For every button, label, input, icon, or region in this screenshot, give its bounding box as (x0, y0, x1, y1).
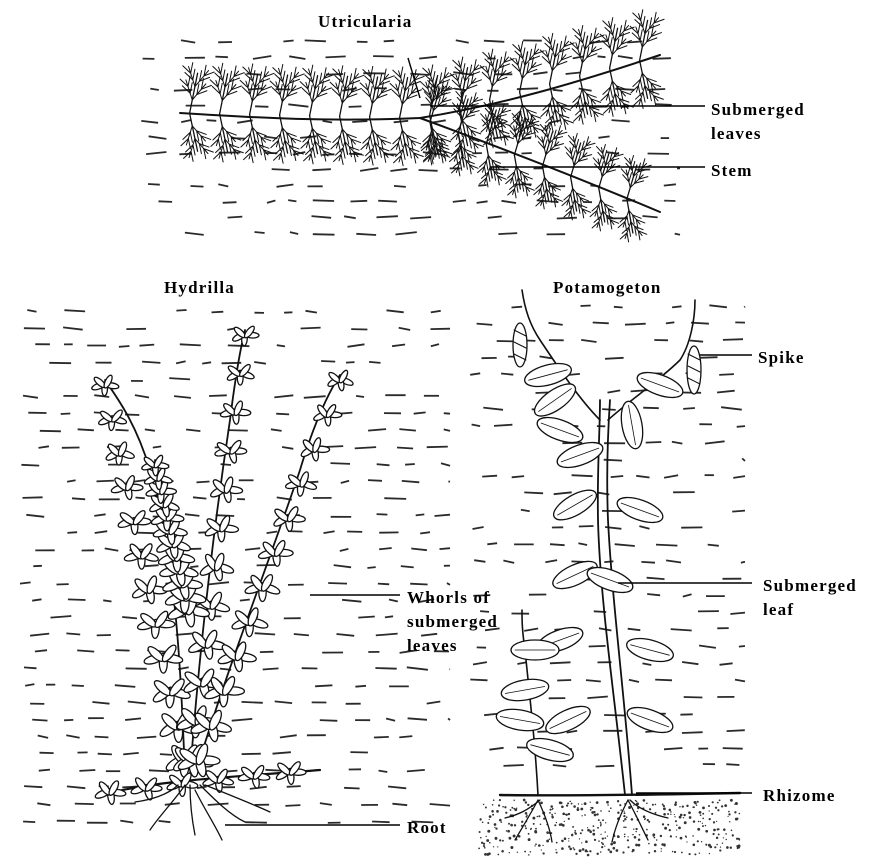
potamogeton-drawing (495, 290, 740, 842)
label-submerged-leaf-line1: Submerged (763, 576, 857, 595)
hydrilla-roots (135, 785, 270, 840)
label-submerged-leaves-line2: leaves (711, 124, 762, 143)
label-hydrilla: Hydrilla (164, 278, 235, 297)
label-potamogeton: Potamogeton (553, 278, 662, 297)
label-spike: Spike (758, 348, 805, 367)
label-whorls-line1: Whorls of (407, 588, 490, 607)
label-utricularia: Utricularia (318, 12, 412, 31)
soil-stipple (478, 799, 740, 857)
label-submerged-leaves-line1: Submerged (711, 100, 805, 119)
potamogeton-spike-left (513, 323, 527, 367)
potamogeton-small-stem (522, 610, 538, 795)
label-whorls-line2: submerged (407, 612, 498, 631)
potamogeton-branch-right (608, 300, 695, 420)
utricularia-submerged-leaves (180, 10, 664, 242)
label-root: Root (407, 818, 447, 837)
leader-utricularia (408, 58, 420, 98)
potamogeton-spike-right (687, 346, 701, 394)
potamogeton-leaves (495, 359, 686, 766)
utricularia-drawing (180, 10, 664, 242)
label-submerged-leaf-line2: leaf (763, 600, 794, 619)
label-stem: Stem (711, 161, 753, 180)
potamogeton-roots (505, 800, 668, 842)
hydrilla-stem-b (190, 330, 245, 775)
label-rhizome: Rhizome (763, 786, 836, 805)
label-whorls-line3: leaves (407, 636, 458, 655)
